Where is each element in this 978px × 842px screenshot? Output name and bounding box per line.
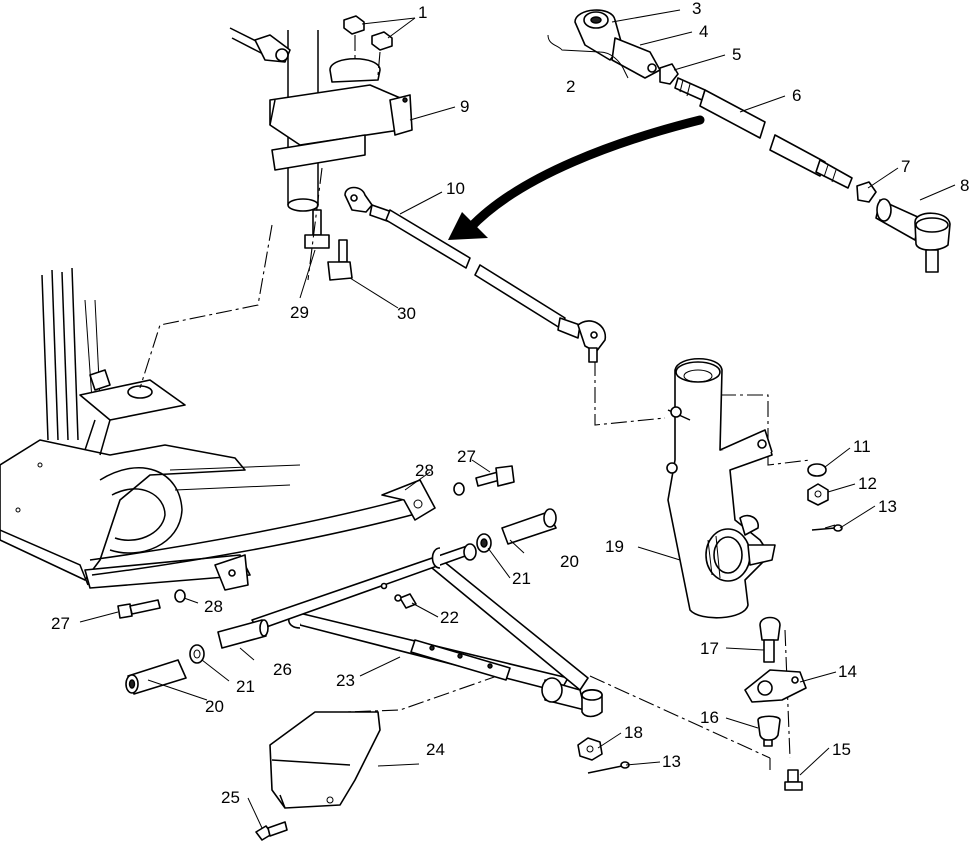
steering-post [269,30,413,212]
callout-21a: 21 [512,569,531,588]
callout-16: 16 [700,708,719,727]
callout-15: 15 [832,740,851,759]
cotter-pin-13b [587,761,630,774]
callout-25: 25 [221,788,240,807]
bolt-15 [784,769,803,791]
callout-30: 30 [397,304,416,323]
ball-joint [581,688,603,718]
callout-21b: 21 [236,677,255,696]
callout-13a: 13 [878,497,897,516]
callout-28b: 28 [204,597,223,616]
callout-27b: 27 [51,614,70,633]
callout-20a: 20 [560,552,579,571]
callout-18: 18 [624,723,643,742]
callout-27a: 27 [457,447,476,466]
rod-end-8 [875,198,951,273]
callout-labels: 1 2 3 4 5 6 7 8 9 10 11 12 13 13 14 15 1… [51,0,969,807]
callout-23: 23 [336,671,355,690]
spindle-19 [666,358,776,619]
bushing-20-right [501,508,557,545]
callout-7: 7 [901,157,910,176]
callout-2: 2 [566,77,575,96]
callout-10: 10 [446,179,465,198]
washer-28-lower [174,589,186,603]
nut-1a [343,15,365,35]
washer-21-left [189,644,205,664]
skid-plate-24 [269,711,381,809]
callout-4: 4 [699,22,708,41]
bushing-26 [217,619,269,649]
bracket-28-upper [381,479,436,521]
callout-26: 26 [273,660,292,679]
sleeve-4 [611,37,661,79]
chassis-body [0,439,431,591]
callout-11: 11 [853,437,871,456]
callout-29: 29 [290,303,309,322]
threaded-rod-6 [674,77,853,189]
bolt-27-upper [475,465,515,487]
washer-11 [807,463,827,477]
tie-rod-end-upper-left [229,27,291,63]
cotter-pin-13a [811,524,843,532]
callout-14: 14 [838,662,857,681]
callout-20b: 20 [205,697,224,716]
grease-fitting-22 [394,593,417,609]
callout-17: 17 [700,639,719,658]
nut-1b [371,31,393,51]
callout-3: 3 [692,0,701,18]
leader-lines [79,9,956,829]
callout-1: 1 [418,3,427,22]
tie-rod-assembly [344,186,606,363]
steering-bracket-plate [79,369,186,456]
callout-5: 5 [732,45,741,64]
washer-21-right [476,533,492,553]
bushing-20-left [125,659,187,695]
callout-19: 19 [605,537,624,556]
bolt-29 [304,209,330,249]
callout-8: 8 [960,176,969,195]
bolt-25 [255,821,288,841]
nut-12 [807,483,829,506]
bolt-17 [759,616,781,663]
bolt-30 [327,239,353,281]
callout-12: 12 [858,474,877,493]
washer-28-upper [453,482,465,496]
jam-nut-7 [856,181,877,203]
callout-22: 22 [440,608,459,627]
boot-16 [757,715,781,747]
callout-9: 9 [460,97,469,116]
frame-rails [41,267,101,441]
callout-28a: 28 [415,461,434,480]
callout-13b: 13 [662,752,681,771]
callout-24: 24 [426,740,445,759]
plate-14 [744,669,807,703]
bracket-plate-23 [410,639,511,681]
bolt-27-lower [117,599,161,619]
callout-6: 6 [792,86,801,105]
nut-18 [577,737,603,761]
curved-arrow [448,115,705,240]
jam-nut-5 [659,63,679,85]
a-arm-23 [251,543,589,711]
